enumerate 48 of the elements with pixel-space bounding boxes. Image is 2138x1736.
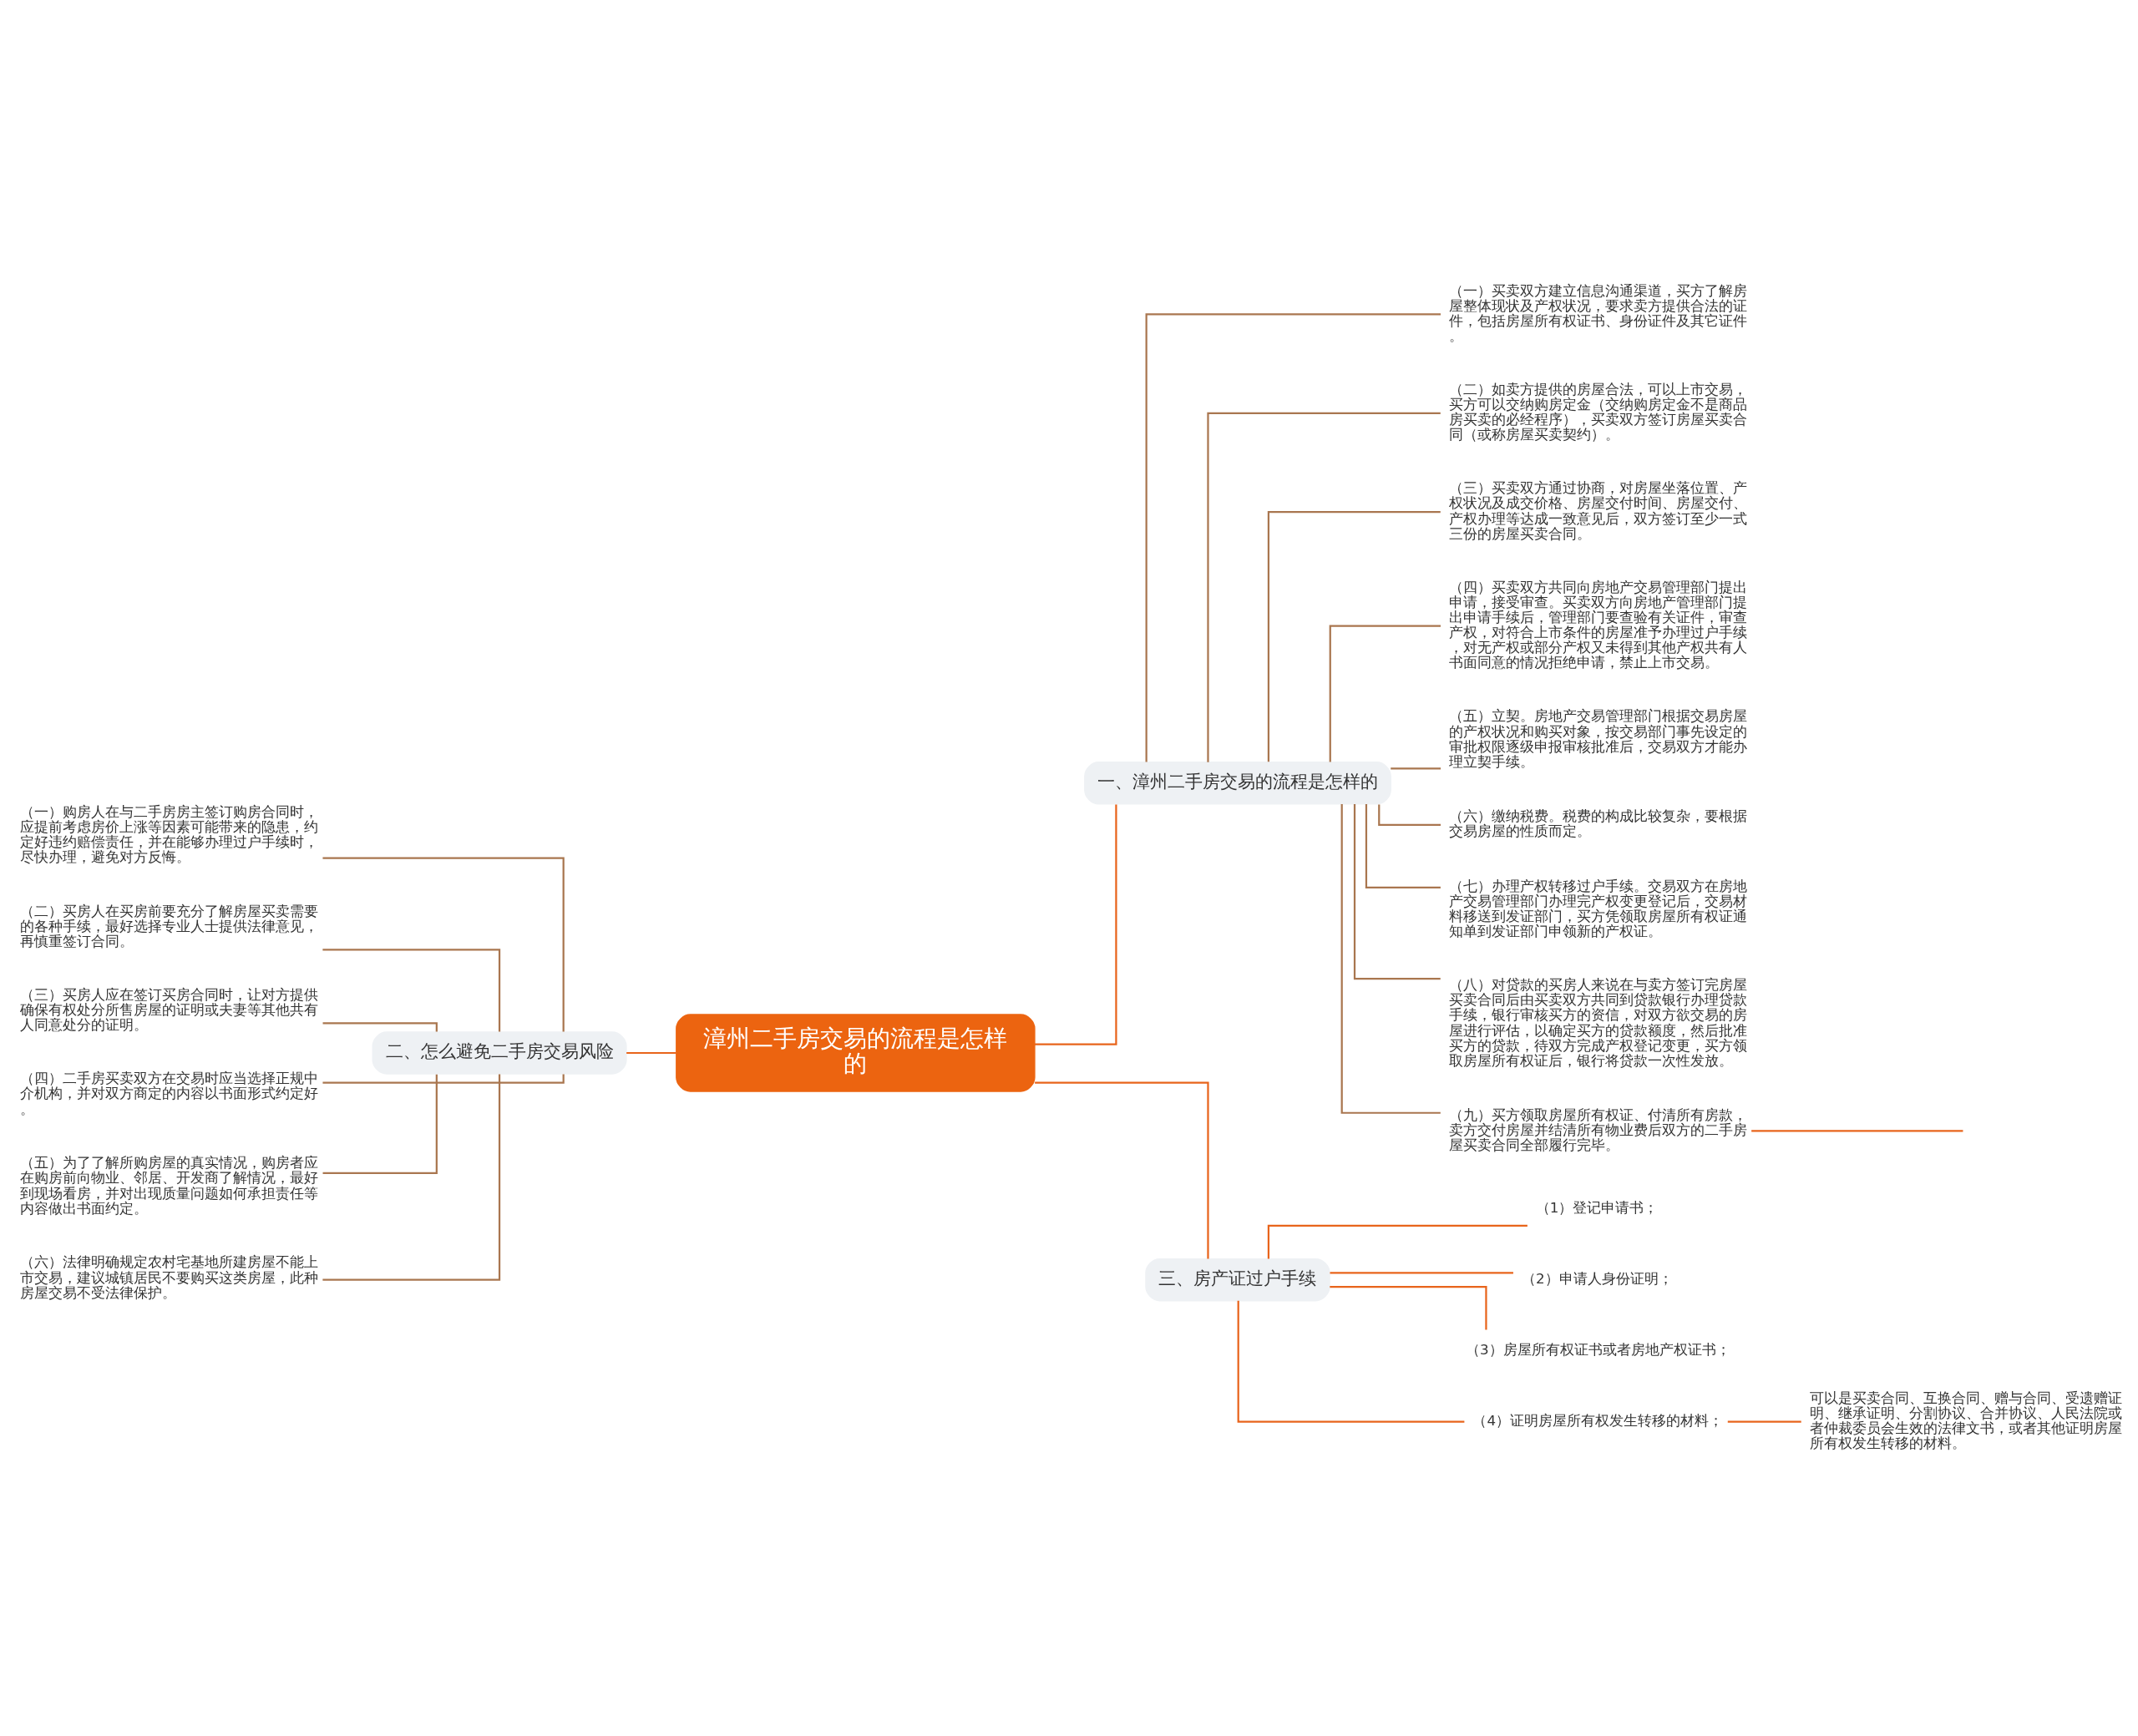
- node-text: （3）房屋所有权证书或者房地产权证书；: [1466, 1340, 1730, 1358]
- connector: [1267, 1224, 1528, 1259]
- node-text: （三）买房人应在签订买房合同时，让对方提供确保有权处分所售房屋的证明或夫妻等其他共有人同意处分的证明。: [20, 986, 319, 1034]
- connector: [1391, 767, 1441, 770]
- node-text: （七）办理产权转移过户手续。交易双方在房地产交易管理部门办理完产权变更登记后，交易材料移送到发证部门，买方凭领取房屋所有权证通知单到发证部门申领新的产权证。: [1448, 877, 1747, 940]
- node-text: （六）法律明确规定农村宅基地所建房屋不能上市交易，建议城镇居民不要购买这类房屋，此种房屋交易不受法律保护。: [20, 1253, 319, 1301]
- connector: [1330, 1285, 1487, 1330]
- node-text: （四）二手房买卖双方在交易时应当选择正规中介机构，并对双方商定的内容以书面形式约定好。: [20, 1070, 319, 1117]
- connector: [1727, 1420, 1801, 1423]
- node-box: 二、怎么避免二手房交易风险: [372, 1031, 627, 1075]
- connector: [1329, 625, 1441, 762]
- node-box: 一、漳州二手房交易的流程是怎样的: [1084, 762, 1391, 805]
- node-text: （一）购房人在与二手房房主签订购房合同时，应提前考虑房价上涨等因素可能带来的隐患，约定好违约赔偿责任，并在能够办理过户手续时，尽快办理，避免对方反悔。: [20, 802, 319, 865]
- node-text: （九）买方领取房屋所有权证、付清所有房款，卖方交付房屋并结清所有物业费后双方的二手房屋买卖合同全部履行完毕。: [1448, 1106, 1747, 1153]
- connector: [322, 1074, 438, 1174]
- node-text: （二）如卖方提供的房屋合法，可以上市交易，买方可以交纳购房定金（交纳购房定金不是商品房买卖的必经程序），买卖双方签订房屋买卖合同（或称房屋买卖契约）。: [1448, 380, 1747, 443]
- node-text: （4）证明房屋所有权发生转移的材料；: [1472, 1411, 1724, 1429]
- connector: [1035, 1081, 1209, 1259]
- connector: [626, 1051, 676, 1055]
- connector: [1145, 313, 1441, 762]
- node-text: （一）买卖双方建立信息沟通渠道，买方了解房屋整体现状及产权状况，要求卖方提供合法的证件，包括房屋所有权证书、身份证件及其它证件。: [1448, 281, 1747, 344]
- node-text: （三）买卖双方通过协商，对房屋坐落位置、产权状况及成交价格、房屋交付时间、房屋交付、产权办理等达成一致意见后，双方签订至少一式三份的房屋买卖合同。: [1448, 479, 1747, 542]
- connector: [1378, 804, 1441, 827]
- connector: [1340, 804, 1441, 1114]
- node-box: 三、房产证过户手续: [1145, 1258, 1330, 1302]
- connector: [1237, 1300, 1465, 1423]
- node-text: （四）买卖双方共同向房地产交易管理部门提出申请，接受审查。买卖双方向房地产管理部门提出申请手续后，管理部门要查验有关证件，审查产权，对符合上市条件的房屋准予办理过户手续，对无产权或部分产权又未得到其他产权共有人书面同意的情况拒绝申请，禁止上市交易。: [1448, 578, 1747, 671]
- connector: [322, 949, 501, 1032]
- connector: [1207, 412, 1441, 762]
- node-text: （八）对贷款的买房人来说在与卖方签订完房屋买卖合同后由买卖双方共同到贷款银行办理贷款手续，银行审核买方的资信，对双方欲交易的房屋进行评估，以确定买方的贷款额度，然后批准买方的贷款，待双方完成产权登记变更，买方领取房屋所有权证后，银行将贷款一次性发放。: [1448, 976, 1747, 1069]
- node-text: （1）登记申请书；: [1535, 1199, 1659, 1217]
- node-text: （2）申请人身份证明；: [1521, 1269, 1673, 1287]
- connector: [1365, 804, 1441, 888]
- node-text: 可以是买卖合同、互换合同、赠与合同、受遗赠证明、继承证明、分割协议、合并协议、人民法院或者仲裁委员会生效的法律文书，或者其他证明房屋所有权发生转移的材料。: [1809, 1389, 2122, 1452]
- node-text: （二）买房人在买房前要充分了解房屋买卖需要的各种手续，最好选择专业人士提供法律意见，再慎重签订合同。: [20, 902, 319, 949]
- node-box: 漳州二手房交易的流程是怎样的: [676, 1014, 1036, 1092]
- node-text: （五）立契。房地产交易管理部门根据交易房屋的产权状况和购买对象，按交易部门事先设定的审批权限逐级申报审核批准后，交易双方才能办理立契手续。: [1448, 707, 1747, 770]
- node-text: （五）为了了解所购房屋的真实情况，购房者应在购房前向物业、邻居、开发商了解情况，最好到现场看房，并对出现质量问题如何承担责任等内容做出书面约定。: [20, 1154, 319, 1217]
- connector: [322, 1074, 565, 1084]
- node-text: （六）缴纳税费。税费的构成比较复杂，要根据交易房屋的性质而定。: [1448, 807, 1747, 840]
- connector: [322, 1074, 501, 1281]
- connector: [1353, 803, 1441, 980]
- connector: [1330, 1272, 1513, 1274]
- connector: [1751, 1130, 1963, 1132]
- connector: [322, 1022, 438, 1032]
- connector: [1267, 511, 1441, 762]
- connector: [322, 857, 565, 1032]
- connector: [1034, 804, 1117, 1045]
